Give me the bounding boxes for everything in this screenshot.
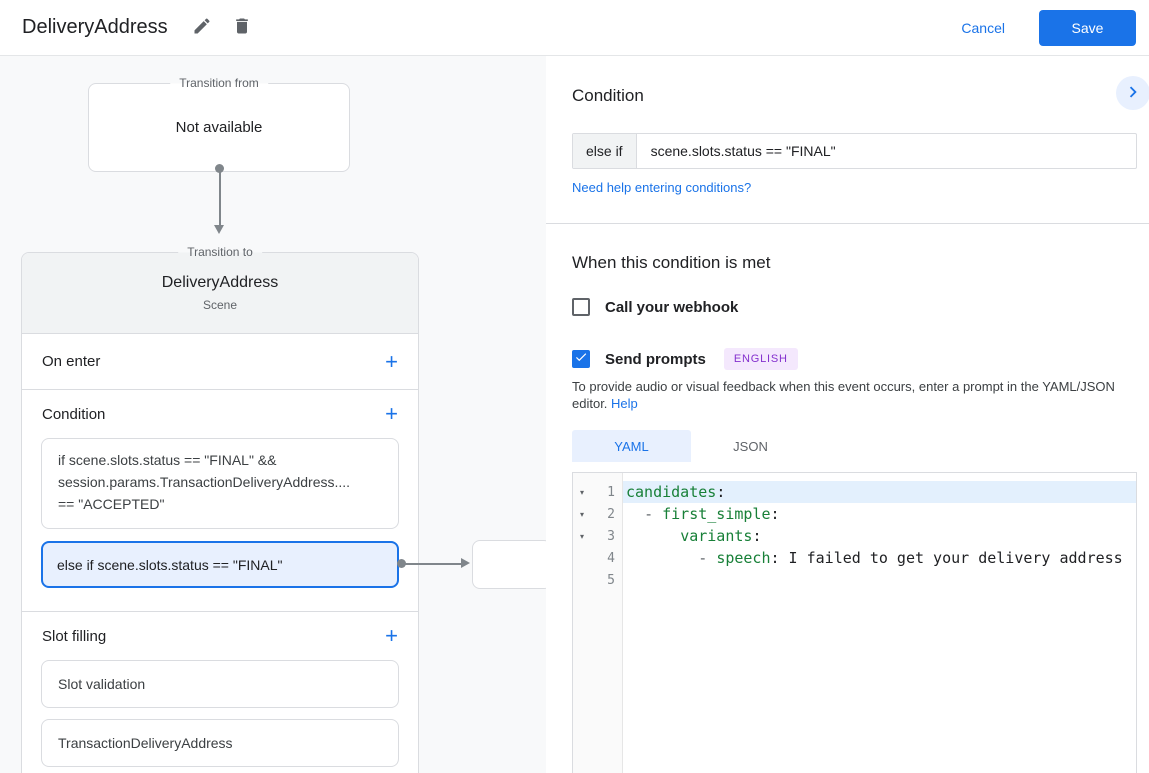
editor-tabs: YAML JSON — [572, 430, 810, 462]
slot-filling-label: Slot filling — [42, 627, 107, 645]
edit-button[interactable] — [186, 12, 218, 44]
fold-icon[interactable]: ▾ — [579, 509, 584, 519]
transition-to-card: Transition to DeliveryAddress Scene On e… — [21, 245, 419, 773]
help-link[interactable]: Help — [611, 396, 638, 411]
condition-label: Condition — [42, 405, 106, 423]
code-line: - first_simple: — [644, 505, 780, 523]
on-enter-label: On enter — [42, 353, 101, 370]
delete-button[interactable] — [226, 12, 258, 44]
add-on-enter-button[interactable]: + — [381, 350, 402, 373]
send-prompts-label: Send prompts — [605, 350, 706, 368]
on-enter-section: On enter + — [22, 334, 418, 390]
collapse-panel-button[interactable] — [1116, 76, 1149, 110]
condition-line: == "ACCEPTED" — [58, 496, 165, 512]
tab-json[interactable]: JSON — [691, 430, 810, 462]
connector-line — [404, 562, 462, 565]
scene-card-header[interactable]: DeliveryAddress Scene — [22, 253, 418, 334]
prompt-description-text: To provide audio or visual feedback when… — [572, 379, 1115, 411]
condition-item[interactable]: if scene.slots.status == "FINAL" && sess… — [41, 438, 399, 529]
line-number: 4 — [607, 550, 615, 566]
cancel-button[interactable]: Cancel — [961, 19, 1005, 36]
code-line — [623, 569, 1136, 591]
fold-icon[interactable]: ▾ — [579, 487, 584, 497]
transition-from-box[interactable]: Transition from Not available — [88, 76, 350, 172]
divider — [546, 223, 1149, 224]
pencil-icon — [192, 16, 212, 39]
arrow-down-icon — [214, 225, 224, 234]
slot-item-label: TransactionDeliveryAddress — [58, 735, 233, 751]
condition-help-link[interactable]: Need help entering conditions? — [572, 180, 752, 195]
webhook-checkbox[interactable] — [572, 298, 590, 316]
prompt-description: To provide audio or visual feedback when… — [572, 378, 1130, 412]
scene-type: Scene — [202, 298, 238, 312]
transition-from-label: Transition from — [170, 76, 268, 90]
transition-from-content: Not available — [175, 119, 263, 136]
scene-name: DeliveryAddress — [161, 274, 279, 291]
code-line: variants: — [680, 527, 762, 545]
condition-line: if scene.slots.status == "FINAL" && — [58, 452, 277, 468]
line-number: 5 — [607, 572, 615, 588]
add-slot-button[interactable]: + — [381, 625, 402, 647]
slot-item[interactable]: Slot validation — [41, 660, 399, 708]
page-title: DeliveryAddress — [22, 16, 168, 38]
add-condition-button[interactable]: + — [381, 403, 402, 425]
send-prompts-checkbox[interactable] — [572, 350, 590, 368]
transition-to-label: Transition to — [178, 245, 262, 259]
code-line: - speech: I failed to get your delivery … — [698, 549, 1123, 567]
line-number: 2 — [607, 506, 615, 522]
panel-title: Condition — [572, 86, 644, 105]
code-line: candidates: — [623, 481, 1136, 503]
slot-item[interactable]: TransactionDeliveryAddress — [41, 719, 399, 767]
slot-filling-section: Slot filling + Slot validation Transacti… — [22, 612, 418, 767]
arrow-right-icon — [461, 558, 470, 568]
trash-icon — [232, 16, 252, 39]
save-button[interactable]: Save — [1039, 9, 1136, 46]
header-bar: DeliveryAddress Cancel Save — [0, 0, 1149, 56]
condition-item-selected[interactable]: else if scene.slots.status == "FINAL" — [41, 541, 399, 588]
webhook-option: Call your webhook — [572, 298, 738, 316]
yaml-code-editor[interactable]: ▾ 1 ▾ 2 ▾ 3 4 — [572, 472, 1137, 773]
connector-line — [218, 168, 221, 225]
transition-target-box[interactable] — [472, 540, 546, 589]
line-number: 3 — [607, 528, 615, 544]
fold-icon[interactable]: ▾ — [579, 531, 584, 541]
checkmark-icon — [574, 350, 588, 369]
condition-section: Condition + if scene.slots.status == "FI… — [22, 390, 418, 612]
tab-yaml[interactable]: YAML — [572, 430, 691, 462]
connector-dot — [397, 559, 406, 568]
condition-detail-panel: Condition else if Need help entering con… — [546, 56, 1149, 773]
editor-gutter: ▾ 1 ▾ 2 ▾ 3 4 — [573, 473, 623, 773]
condition-prefix: else if — [573, 134, 637, 168]
chevron-right-icon — [1122, 81, 1144, 106]
condition-expression-input[interactable] — [636, 134, 1136, 168]
line-number: 1 — [607, 484, 615, 500]
webhook-label: Call your webhook — [605, 298, 739, 316]
slot-item-label: Slot validation — [58, 676, 146, 692]
condition-input-group: else if — [572, 133, 1137, 169]
language-badge: ENGLISH — [723, 348, 798, 370]
send-prompts-option: Send prompts ENGLISH — [572, 348, 798, 370]
condition-line: else if scene.slots.status == "FINAL" — [57, 556, 283, 573]
when-met-title: When this condition is met — [572, 253, 771, 272]
editor-code-area[interactable]: candidates: - first_simple: variants: - … — [623, 473, 1136, 773]
scene-diagram-panel: Transition from Not available Transition… — [0, 56, 546, 773]
condition-line: session.params.TransactionDeliveryAddres… — [58, 474, 351, 490]
